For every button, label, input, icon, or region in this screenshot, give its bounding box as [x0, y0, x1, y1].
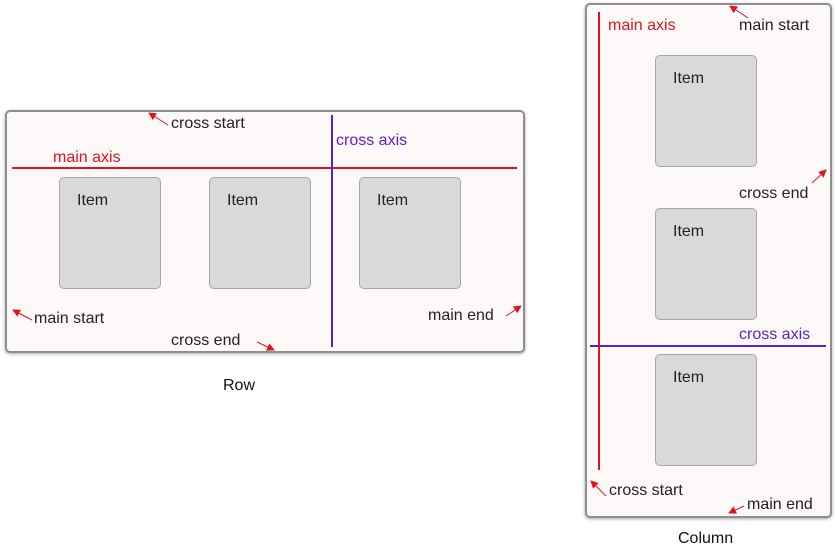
- column-main-end-arrow: [728, 505, 745, 514]
- row-item-2-label: Item: [227, 192, 259, 209]
- row-main-end-arrow: [505, 305, 522, 317]
- column-item-1-label: Item: [673, 70, 705, 87]
- column-container: Item Item Item: [585, 3, 832, 518]
- row-container: Item Item Item: [5, 110, 525, 353]
- row-item-2: Item: [209, 177, 311, 289]
- row-main-start-label: main start: [34, 310, 105, 327]
- column-cross-start-label: cross start: [609, 482, 683, 499]
- row-main-start-arrow: [12, 309, 33, 321]
- row-item-3: Item: [359, 177, 461, 289]
- row-cross-start-label: cross start: [171, 115, 245, 132]
- column-main-start-label: main start: [739, 17, 810, 34]
- column-cross-axis-label: cross axis: [739, 326, 811, 343]
- column-cross-start-arrow: [590, 480, 607, 497]
- column-cross-end-label: cross end: [739, 185, 809, 202]
- row-main-end-label: main end: [428, 307, 494, 324]
- column-caption: Column: [678, 530, 734, 547]
- row-item-1: Item: [59, 177, 161, 289]
- row-main-axis-label: main axis: [53, 149, 121, 166]
- row-cross-axis-label: cross axis: [336, 132, 408, 149]
- column-item-3: Item: [655, 354, 757, 466]
- column-item-1: Item: [655, 55, 757, 167]
- row-cross-end-arrow: [256, 341, 275, 351]
- column-main-axis-label: main axis: [608, 17, 676, 34]
- row-cross-start-arrow: [148, 112, 169, 126]
- column-main-start-arrow: [729, 5, 749, 19]
- column-cross-end-arrow: [811, 169, 827, 184]
- column-item-3-label: Item: [673, 369, 705, 386]
- column-item-2: Item: [655, 208, 757, 320]
- row-item-1-label: Item: [77, 192, 109, 209]
- column-item-2-label: Item: [673, 223, 705, 240]
- row-item-3-label: Item: [377, 192, 409, 209]
- column-main-end-label: main end: [747, 496, 813, 513]
- row-caption: Row: [223, 377, 256, 394]
- row-cross-end-label: cross end: [171, 332, 241, 349]
